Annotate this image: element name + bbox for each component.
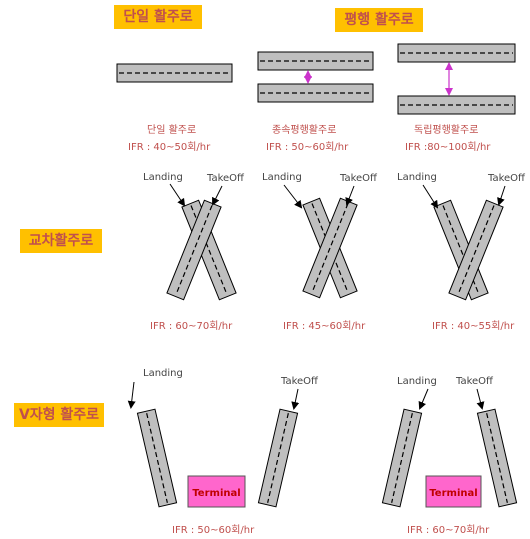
independent-parallel-caption: 독립평행활주로 [414, 125, 479, 136]
independent-parallel-runways [397, 43, 516, 115]
single-runway-ifr: IFR : 40~50회/hr [128, 142, 211, 153]
crossing-runway-heading: 교차활주로 [20, 229, 102, 253]
landing-label: Landing [397, 172, 437, 183]
landing-label: Landing [397, 376, 437, 387]
dependent-parallel-caption: 종속평행활주로 [272, 125, 337, 136]
crossing-runways-3 [422, 184, 506, 301]
v-shape-runways-2: Terminal [381, 388, 518, 508]
terminal-building [425, 475, 482, 508]
terminal-building [187, 475, 246, 508]
v-shape-ifr-2: IFR : 60~70회/hr [407, 525, 490, 536]
takeoff-label: TakeOff [488, 173, 525, 184]
dependent-parallel-runways [257, 51, 374, 103]
terminal-label: Terminal [429, 488, 477, 499]
landing-label: Landing [262, 172, 302, 183]
v-shape-runway-heading: V자형 활주로 [14, 403, 104, 427]
crossing-runways-2 [283, 184, 358, 299]
crossing-ifr-1: IFR : 60~70회/hr [150, 321, 233, 332]
crossing-ifr-3: IFR : 40~55회/hr [432, 321, 515, 332]
single-runway-heading: 단일 활주로 [114, 5, 202, 29]
crossing-runways-1 [166, 183, 237, 301]
parallel-runway-heading: 평행 활주로 [335, 8, 423, 32]
dependent-parallel-ifr: IFR : 50~60회/hr [266, 142, 349, 153]
terminal-label: Terminal [192, 488, 240, 499]
independent-parallel-ifr: IFR :80~100회/hr [405, 142, 491, 153]
takeoff-label: TakeOff [281, 376, 318, 387]
takeoff-label: TakeOff [456, 376, 493, 387]
takeoff-label: TakeOff [207, 173, 244, 184]
v-shape-runways-1: Terminal [127, 381, 300, 508]
single-runway [116, 63, 233, 83]
crossing-ifr-2: IFR : 45~60회/hr [283, 321, 366, 332]
landing-label: Landing [143, 172, 183, 183]
v-shape-ifr-1: IFR : 50~60회/hr [172, 525, 255, 536]
takeoff-label: TakeOff [340, 173, 377, 184]
landing-label: Landing [143, 368, 183, 379]
single-runway-caption: 단일 활주로 [147, 125, 197, 136]
